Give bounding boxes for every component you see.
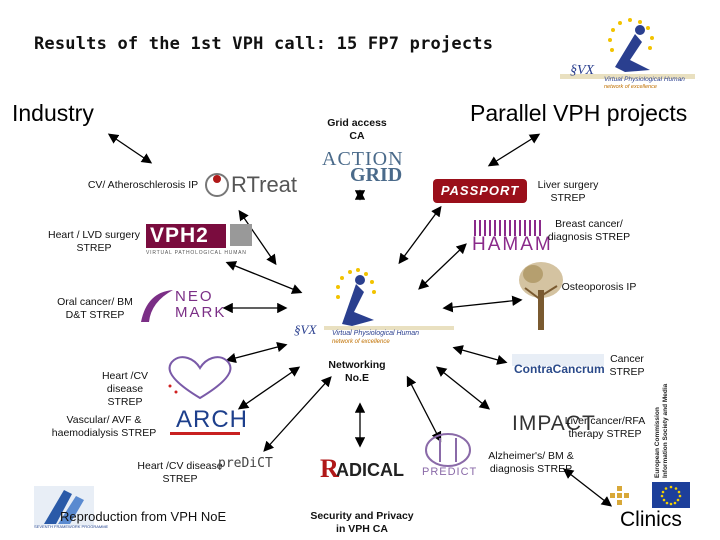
arrow-cancer xyxy=(452,345,508,365)
arrow-parallel xyxy=(487,133,541,167)
arch-logo: ARCH xyxy=(170,406,247,438)
vph-logo-graphic: §VX xyxy=(560,18,695,79)
arch-text: ARCH xyxy=(176,406,249,433)
clinics-label: Clinics xyxy=(620,508,682,531)
heart-outline-icon xyxy=(168,356,232,400)
arrow-industry xyxy=(107,133,153,164)
networking-noe-label: Networking No.E xyxy=(328,359,386,384)
radical-text: ADICAL xyxy=(336,460,404,480)
arrow-heartcv1 xyxy=(225,341,288,364)
ec-line-2: Information Society and Media xyxy=(662,383,669,478)
vph2-subtext: VIRTUAL PATHOLOGICAL HUMAN xyxy=(146,250,247,256)
neomark-logo: NEO MARK xyxy=(137,288,227,324)
eu-stars-icon xyxy=(660,485,682,506)
osteoporosis-label: Osteoporosis IP xyxy=(561,281,637,293)
neomark-swirl-icon xyxy=(141,290,173,322)
vph-noe-center-logo: §VX Virtual Physiological Human network … xyxy=(294,262,454,357)
rtreat-text: RTreat xyxy=(231,172,298,197)
actiongrid-text-2: GRID xyxy=(350,164,403,186)
osteoporosis-tree-image xyxy=(515,260,567,334)
impact-logo: IMPACT xyxy=(512,410,595,440)
arrow-predict-small xyxy=(263,376,332,452)
dotted-cross-icon xyxy=(610,486,629,505)
vph2-figure-icon xyxy=(230,224,252,246)
vph-noe-logo-top: §VX Virtual Physiological Human network … xyxy=(560,12,695,102)
predict-brain-icon xyxy=(425,433,471,467)
passport-text: PASSPORT xyxy=(440,183,520,198)
ec-vertical-text: European Commission Information Society … xyxy=(654,358,678,478)
breast-cancer-label: Breast cancer/ diagnosis STREP xyxy=(547,218,631,243)
heart-cv-label-2: Heart /CV disease STREP xyxy=(137,460,223,485)
vph2-logo: VPH2 VIRTUAL PATHOLOGICAL HUMAN xyxy=(146,222,256,258)
arch-underline xyxy=(170,432,240,435)
arrow-passport xyxy=(398,205,442,265)
grid-access-label: Grid access CA xyxy=(327,117,387,142)
arrow-impact xyxy=(435,366,491,410)
vph-center-graphic: §VX xyxy=(294,268,454,337)
vascular-label: Vascular/ AVF & haemodialysis STREP xyxy=(51,414,157,439)
alzheimers-label: Alzheimer's/ BM & diagnosis STREP xyxy=(488,450,574,475)
arrow-vph2 xyxy=(225,261,303,294)
rtreat-logo: RTreat xyxy=(203,171,305,199)
arrow-clinics xyxy=(562,468,613,507)
tree-icon xyxy=(519,262,563,330)
hamam-logo: HAMAM xyxy=(472,218,551,258)
reproduction-note: Reproduction from VPH NoE xyxy=(60,509,227,524)
heart-lvd-label: Heart / LVD surgery STREP xyxy=(47,229,140,254)
neomark-text-1: NEO xyxy=(175,288,214,305)
cv-athero-label: CV/ Atheroschlerosis IP xyxy=(87,179,199,191)
vph2-block xyxy=(146,224,226,248)
arrow-rtreat xyxy=(238,209,277,266)
actiongrid-logo: ACTION GRID xyxy=(320,146,408,188)
hamam-text: HAMAM xyxy=(472,234,553,255)
fp7-caption: SEVENTH FRAMEWORK PROGRAMME xyxy=(34,524,109,529)
vph2-text: VPH2 xyxy=(150,224,209,247)
arrow-osteo xyxy=(442,295,523,313)
heart-logo xyxy=(160,354,240,400)
arrow-predict xyxy=(406,375,442,443)
heart-cv-label-1: Heart /CV disease STREP xyxy=(101,370,149,408)
rtreat-swirl-icon xyxy=(205,173,229,197)
predict-logo: PREDICT xyxy=(420,432,486,482)
contracancrum-wave xyxy=(512,354,604,366)
liver-surgery-label: Liver surgery STREP xyxy=(537,179,599,204)
contracancrum-logo: ContraCancrum xyxy=(512,352,605,380)
hamam-bars-icon xyxy=(474,220,541,236)
liver-rfa-label: Liver cancer/RFA therapy STREP xyxy=(564,415,646,440)
arrow-hamam xyxy=(418,243,467,290)
predict-small-logo: preDiCT xyxy=(218,452,273,482)
contracancrum-text: ContraCancrum xyxy=(514,362,605,376)
clinics-cross-icon xyxy=(606,484,634,512)
eu-flag xyxy=(652,482,690,508)
radical-logo: R ADICAL xyxy=(320,452,404,486)
arrow-arch xyxy=(237,366,301,410)
industry-label: Industry xyxy=(12,100,94,126)
radical-r-icon: R xyxy=(320,454,339,483)
predict-small-text: preDiCT xyxy=(218,456,273,471)
svg-text:§VX: §VX xyxy=(294,322,317,337)
oral-cancer-label: Oral cancer/ BM D&T STREP xyxy=(57,296,133,321)
ec-line-1: European Commission xyxy=(654,407,661,478)
cancer-label: Cancer STREP xyxy=(609,353,645,378)
parallel-vph-label: Parallel VPH projects xyxy=(470,100,688,126)
svg-text:§VX: §VX xyxy=(570,63,595,78)
vph-top-caption: Virtual Physiological Human xyxy=(604,76,685,83)
vph-center-caption: Virtual Physiological Human xyxy=(332,330,420,337)
passport-logo: PASSPORT xyxy=(433,179,527,203)
neomark-text-2: MARK xyxy=(175,304,227,321)
impact-text: IMPACT xyxy=(512,412,596,435)
security-label: Security and Privacy in VPH CA xyxy=(310,510,414,535)
page-title: Results of the 1st VPH call: 15 FP7 proj… xyxy=(34,34,494,54)
actiongrid-text-1: ACTION xyxy=(322,148,404,170)
fp7-graphic xyxy=(34,486,94,526)
fp7-logo: SEVENTH FRAMEWORK PROGRAMME xyxy=(34,486,108,532)
vph-top-subcaption: network of excellence xyxy=(604,84,657,90)
vph-center-subcaption: network of excellence xyxy=(332,339,390,345)
predict-text: PREDICT xyxy=(422,466,478,478)
